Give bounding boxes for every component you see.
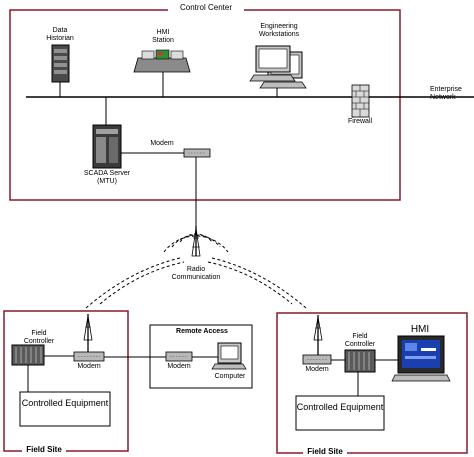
left-modem-icon xyxy=(73,351,105,362)
left-field-controller-label: Field Controller xyxy=(23,330,55,345)
right-controlled-equipment-label: Controlled Equipment xyxy=(296,402,384,412)
left-controlled-equipment-label: Controlled Equipment xyxy=(21,398,109,408)
control-center-title: Control Center xyxy=(168,4,244,12)
radio-communication-label: Radio Communication xyxy=(171,266,221,281)
remote-modem-label: Modem xyxy=(167,363,191,370)
field-site-left-title: Field Site xyxy=(22,446,66,454)
right-field-controller-icon xyxy=(344,349,376,373)
field-site-right-frame xyxy=(276,312,468,454)
right-controlled-equipment-box xyxy=(295,395,385,431)
left-modem-label: Modem xyxy=(77,363,101,370)
data-historian-label: Data Historian xyxy=(46,27,74,42)
data-historian-icon xyxy=(51,44,70,83)
hmi-station-icon xyxy=(133,49,191,73)
remote-modem-icon xyxy=(165,351,193,362)
scada-server-label: SCADA Server (MTU) xyxy=(83,170,131,185)
left-controlled-equipment-box xyxy=(19,391,111,427)
engineering-workstations-label: Engineering Workstations xyxy=(258,23,300,38)
radio-waves xyxy=(85,233,307,309)
firewall-label: Firewall xyxy=(347,118,373,125)
scada-server-icon xyxy=(92,124,122,169)
right-antenna-icon xyxy=(313,315,323,355)
right-hmi-icon xyxy=(391,335,451,382)
right-hmi-label: HMI xyxy=(410,324,430,335)
hmi-station-label: HMI Station xyxy=(152,29,174,44)
radio-antenna-icon xyxy=(191,226,201,257)
engineering-workstations-icon xyxy=(249,45,307,89)
right-modem-label: Modem xyxy=(305,366,329,373)
remote-access-title: Remote Access xyxy=(176,328,228,335)
enterprise-network-label: Enterprise Network xyxy=(430,86,462,101)
field-site-left-frame xyxy=(3,310,129,452)
field-site-right-title: Field Site xyxy=(303,448,347,456)
left-field-controller-icon xyxy=(11,344,45,366)
cc-modem-icon xyxy=(183,148,211,158)
right-modem-icon xyxy=(302,354,332,365)
right-field-controller-label: Field Controller xyxy=(344,333,376,348)
cc-modem-label: Modem xyxy=(150,140,174,147)
left-antenna-icon xyxy=(83,314,93,352)
remote-computer-label: Computer xyxy=(214,373,246,380)
firewall-icon xyxy=(351,84,370,118)
remote-computer-icon xyxy=(211,342,247,370)
